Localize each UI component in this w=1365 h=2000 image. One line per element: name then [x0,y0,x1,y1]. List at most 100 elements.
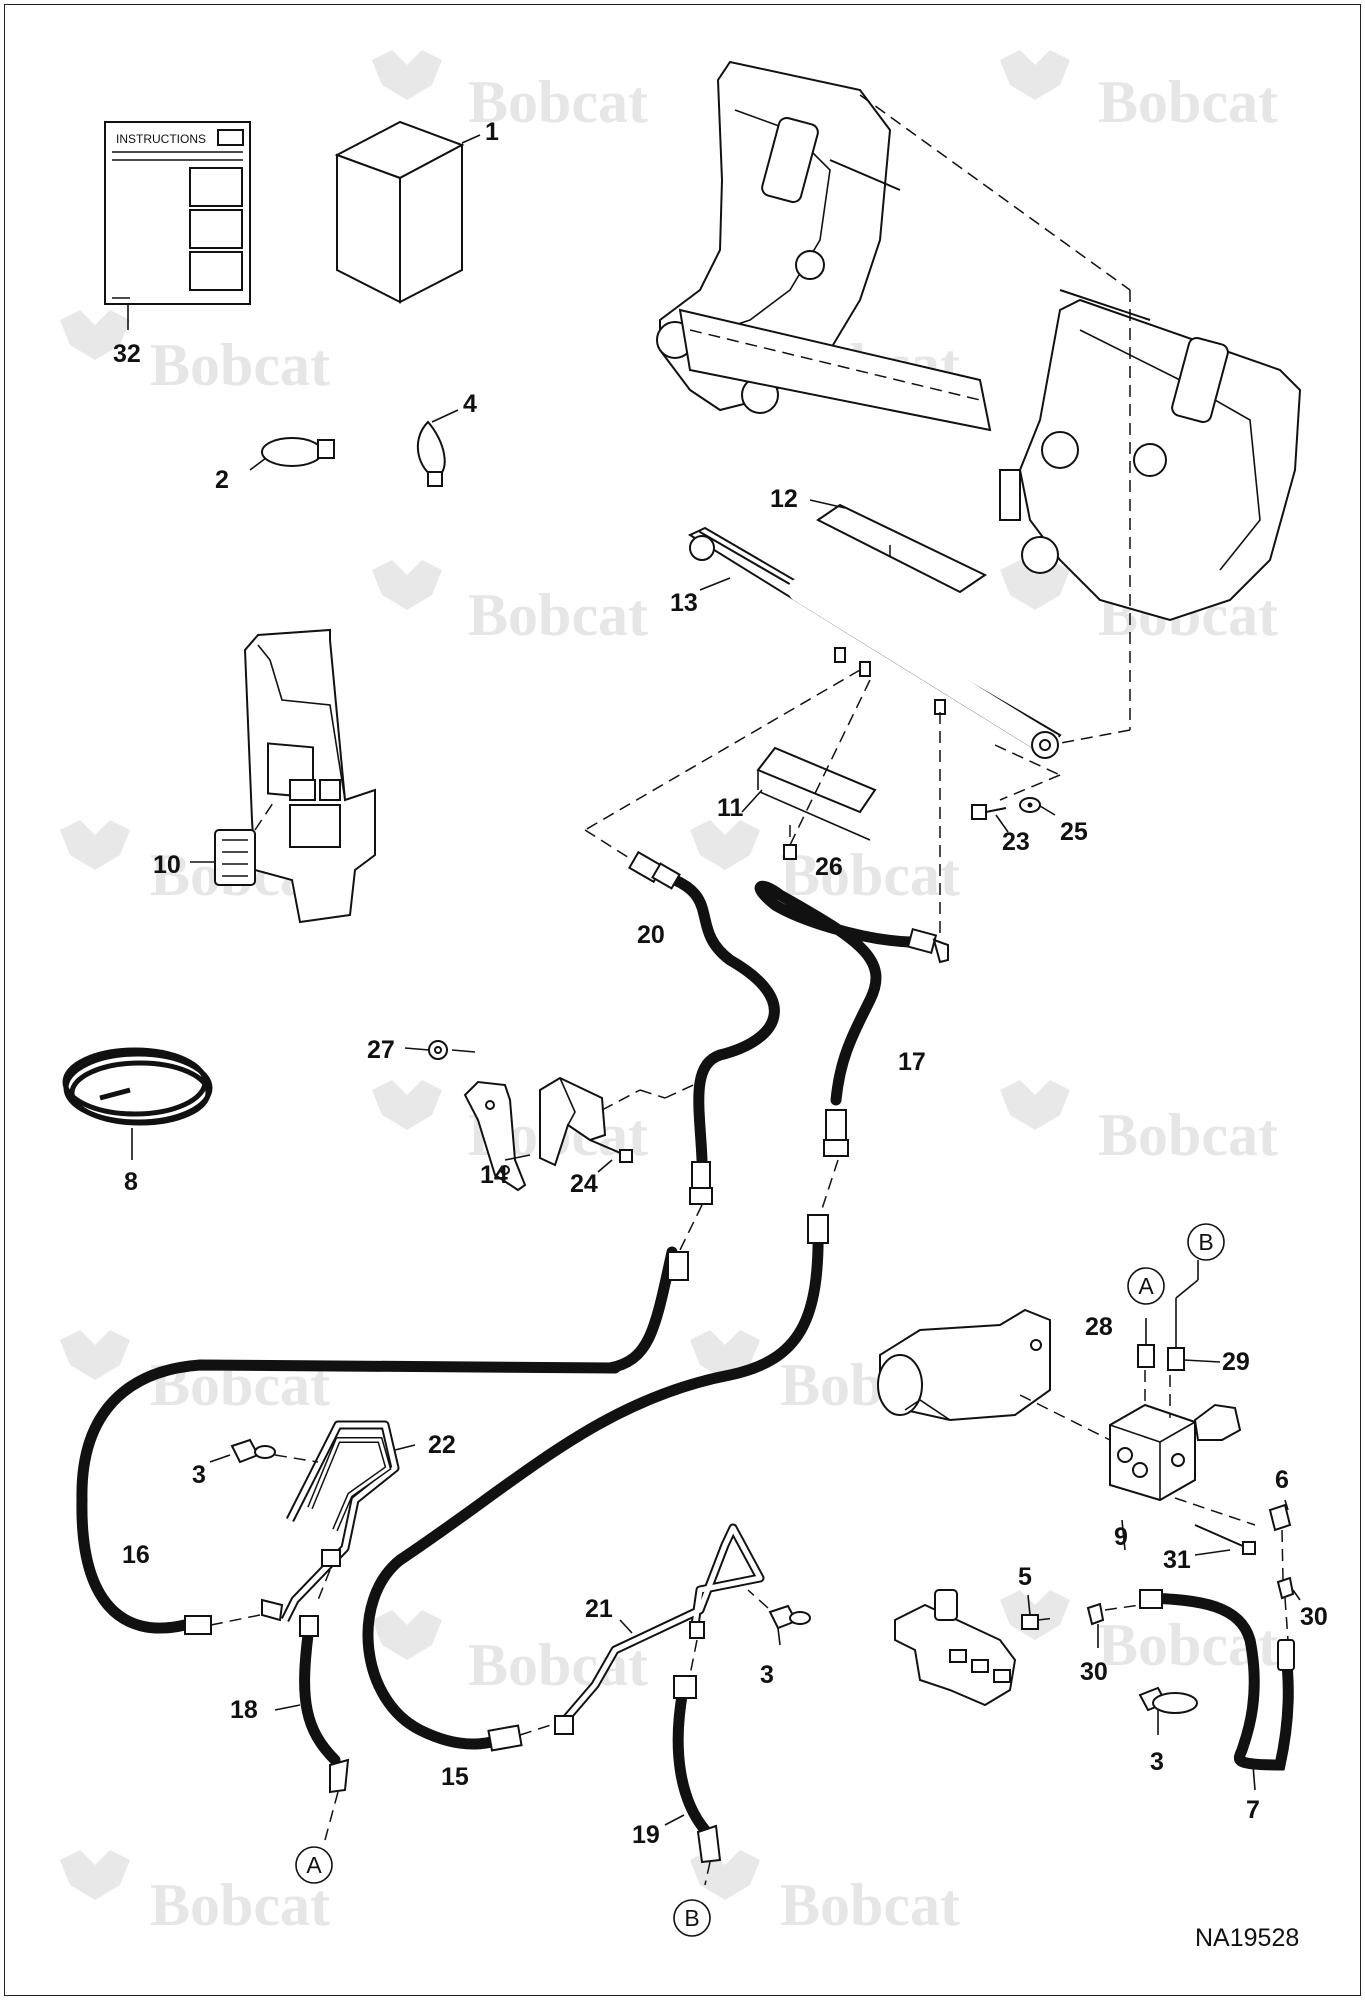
watermark-logo: Bobcat [60,1330,330,1418]
callout-22: 22 [428,1431,456,1459]
connector-a: A [1127,1267,1165,1305]
callout-7: 7 [1246,1796,1260,1824]
callout-32: 32 [113,340,141,368]
connector-a-label: A [1138,1273,1154,1299]
selector-valve [894,1589,1017,1707]
callout-14: 14 [480,1161,508,1189]
callout-15: 15 [441,1763,469,1791]
watermark-logo: Bobcat [60,310,330,398]
nut-26 [783,825,797,860]
callout-31: 31 [1163,1546,1191,1574]
callout-23: 23 [1002,828,1030,856]
hydraulic-pump [877,1308,1111,1441]
watermark-logo: Bobcat [1000,50,1278,135]
callout-30: 30 [1080,1658,1108,1686]
leader-dash [999,774,1061,801]
watermark-text: Bobcat [468,1632,648,1698]
bolt-23 [971,804,1009,833]
hose-15 [362,1159,839,1752]
bolt-24 [589,1139,633,1173]
instructions-sheet: INSTRUCTIONS [104,121,251,330]
callout-24: 24 [570,1170,598,1198]
clamp-3 [747,1589,811,1646]
hose-20 [628,850,780,1205]
leader-dash [584,669,861,831]
callout-5: 5 [1018,1563,1032,1591]
callout-6: 6 [1275,1466,1289,1494]
connector-b: B [673,1899,711,1937]
connector-b: B [1187,1223,1225,1261]
leader-dash [789,679,871,846]
connector-a-label: A [306,1852,322,1878]
tube-22 [261,1420,416,1623]
hose-7 [1139,1589,1295,1791]
callout-1: 1 [485,118,499,146]
fitting-6 [1268,1499,1292,1581]
nut-27 [404,1040,448,1060]
parts-box [334,120,481,304]
watermark-logo: Bobcat [372,1610,648,1698]
watermark-logo: Bobcat [372,560,648,648]
hose-17 [754,880,949,1157]
clamp-3 [1138,1686,1198,1735]
callout-10: 10 [153,851,181,879]
connector-b-label: B [1198,1229,1213,1255]
callout-12: 12 [770,485,798,513]
fitting-28 [1137,1318,1155,1368]
watermark-text: Bobcat [150,1872,330,1938]
fitting-30 [1276,1576,1301,1641]
watermark-text: Bobcat [468,69,648,135]
callout-25: 25 [1060,818,1088,846]
side-panel [190,628,376,924]
callout-29: 29 [1222,1348,1250,1376]
watermark-logo: Bobcat [690,820,960,908]
fitting-5 [1021,1594,1056,1630]
tube-21 [554,1523,765,1735]
watermark-logo: Bobcat [60,1850,330,1938]
hose-18 [274,1615,350,1841]
watermark-text: Bobcat [150,332,330,398]
bolt-31 [1194,1524,1256,1556]
callout-labels: 1 2 3 4 5 6 7 8 9 10 11 12 13 14 15 16 1… [113,118,1328,1849]
callout-8: 8 [124,1168,138,1196]
connector-b-label: B [684,1905,699,1931]
callout-16: 16 [122,1541,150,1569]
cable-tie [417,409,459,487]
fitting-30 [1086,1602,1141,1648]
callout-4: 4 [463,390,477,418]
callout-30: 30 [1300,1603,1328,1631]
hose-19 [664,1675,722,1886]
callout-20: 20 [637,921,665,949]
bracket-27 [463,1080,527,1192]
watermark-text: Bobcat [780,1872,960,1938]
watermark-logo: Bobcat [1000,1080,1278,1168]
watermark-text: Bobcat [468,582,648,648]
callout-9: 9 [1114,1523,1128,1551]
watermark-logo: Bobcat [372,50,648,135]
connector-a: A [295,1846,333,1884]
clamp-3 [209,1438,319,1464]
tilt-cylinder [687,526,1062,759]
callout-11: 11 [717,794,744,822]
cylinder-guard [741,746,877,841]
callout-2: 2 [215,466,229,494]
callout-3: 3 [760,1661,774,1689]
callout-17: 17 [898,1048,926,1076]
leader [451,1049,476,1053]
hose-clamp [249,437,335,471]
decal [809,499,987,594]
callout-28: 28 [1085,1313,1113,1341]
hose-16 [76,1246,689,1635]
watermark-text: Bobcat [780,842,960,908]
callout-3: 3 [192,1461,206,1489]
callout-26: 26 [815,853,843,881]
watermarks: Bobcat Bobcat Bobcat Bobcat Bobcat Bobca… [60,50,1278,1938]
callout-21: 21 [585,1595,613,1623]
callout-27: 27 [367,1036,395,1064]
washer-25 [1019,797,1056,816]
leader-dash [994,744,1061,776]
watermark-text: Bobcat [1098,1102,1278,1168]
callout-13: 13 [670,589,698,617]
drawing-reference: NA19528 [1195,1924,1299,1952]
